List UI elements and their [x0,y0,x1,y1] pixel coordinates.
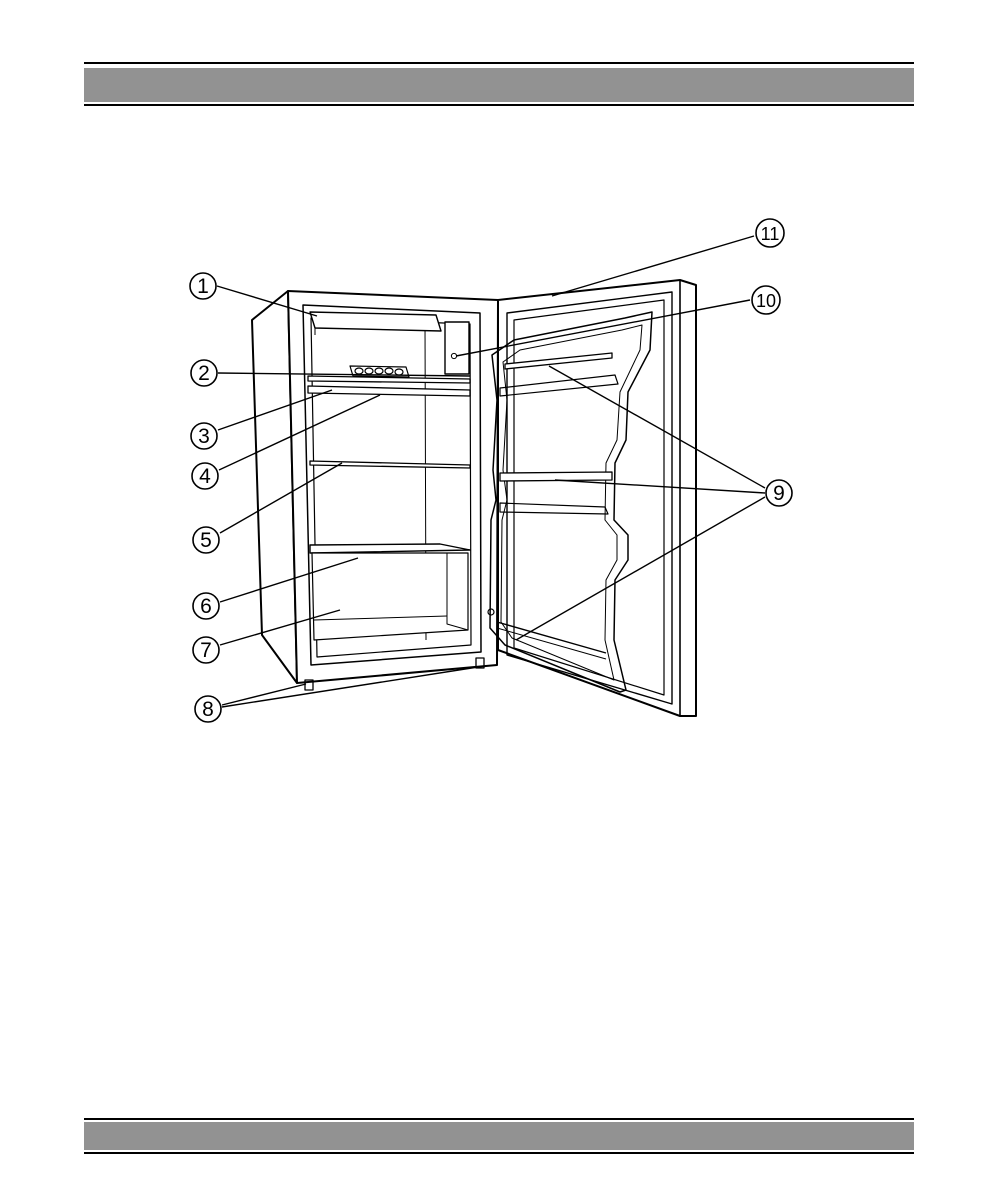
callout-5: 5 [193,527,219,553]
callout-3: 3 [191,423,217,449]
svg-text:11: 11 [761,224,780,244]
leader-8a [222,684,306,705]
svg-text:8: 8 [202,698,214,721]
callout-6: 6 [193,593,219,619]
svg-text:7: 7 [200,639,212,662]
svg-text:4: 4 [199,465,211,488]
refrigerator-door [488,280,696,716]
callout-7: 7 [193,637,219,663]
callout-11: 11 [756,219,784,247]
footer-band [84,1122,914,1150]
callout-4: 4 [192,463,218,489]
svg-text:1: 1 [197,275,209,298]
footer-rule-bottom [84,1152,914,1154]
refrigerator-cabinet [252,291,498,690]
callout-1: 1 [190,273,216,299]
callout-8: 8 [195,696,221,722]
callout-2: 2 [191,360,217,386]
svg-text:2: 2 [198,362,210,385]
footer-rule-top [84,1118,914,1120]
callout-10: 10 [752,286,780,314]
svg-text:3: 3 [198,425,210,448]
svg-text:6: 6 [200,595,212,618]
svg-text:9: 9 [773,482,785,505]
svg-text:5: 5 [200,529,212,552]
svg-text:10: 10 [756,291,776,311]
callout-9: 9 [766,480,792,506]
